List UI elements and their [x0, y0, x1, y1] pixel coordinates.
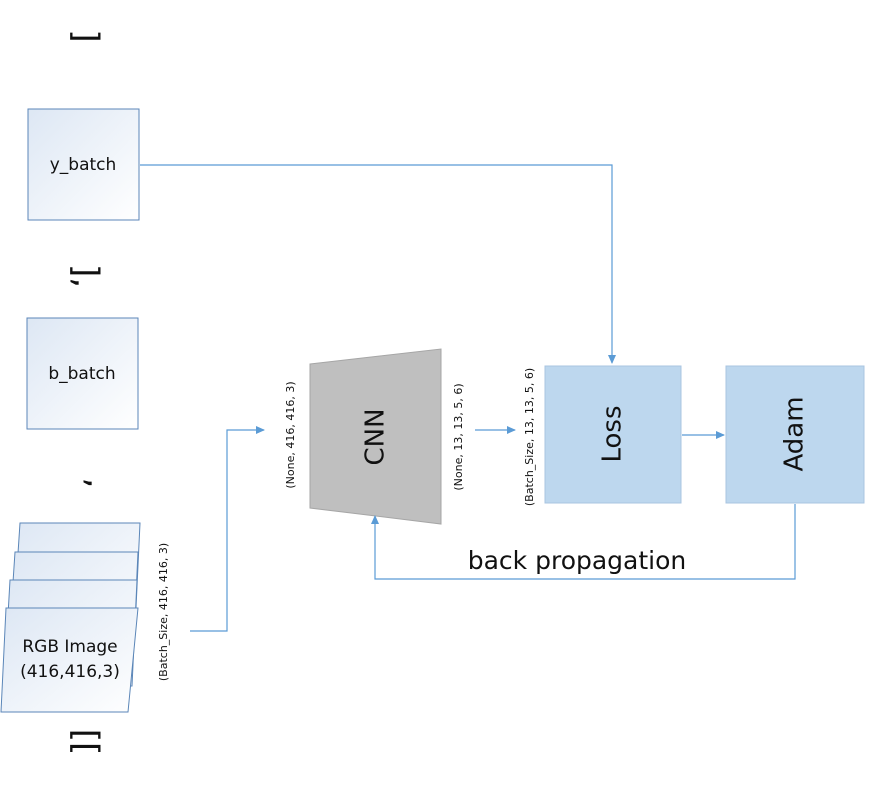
adam-box — [725, 365, 865, 504]
cnn-output-shape-label: (None, 13, 13, 5, 6) — [452, 383, 465, 490]
rgb-image-label: RGB Image — [22, 637, 117, 657]
b-batch-label: b_batch — [48, 364, 115, 384]
loss-label: Loss — [598, 405, 628, 462]
rgb-image-shape: (416,416,3) — [20, 662, 120, 682]
arrow-ybatch-to-loss — [140, 164, 616, 364]
backprop-label: back propagation — [468, 546, 687, 575]
loss-box — [544, 365, 682, 504]
input-shape-batch-label: (Batch_Size, 416, 416, 3) — [157, 543, 170, 681]
adam-label: Adam — [780, 396, 810, 471]
y-batch-box — [27, 108, 140, 221]
cnn-input-shape-label: (None, 416, 416, 3) — [284, 381, 297, 488]
rgb-image-stack — [0, 522, 141, 713]
cnn-label: CNN — [361, 408, 391, 465]
b-batch-box — [26, 317, 139, 430]
loss-input-shape-label: (Batch_Size, 13, 13, 5, 6) — [523, 368, 536, 506]
y-batch-label: y_batch — [50, 155, 117, 175]
cnn-block — [309, 348, 442, 525]
bracket-after-y: ], — [66, 264, 106, 288]
arrow-backprop — [371, 504, 796, 580]
bracket-bottom: [[ — [66, 729, 106, 756]
arrow-images-to-cnn — [190, 426, 265, 632]
comma-after-b: , — [79, 478, 119, 489]
bracket-top: ] — [66, 29, 106, 42]
